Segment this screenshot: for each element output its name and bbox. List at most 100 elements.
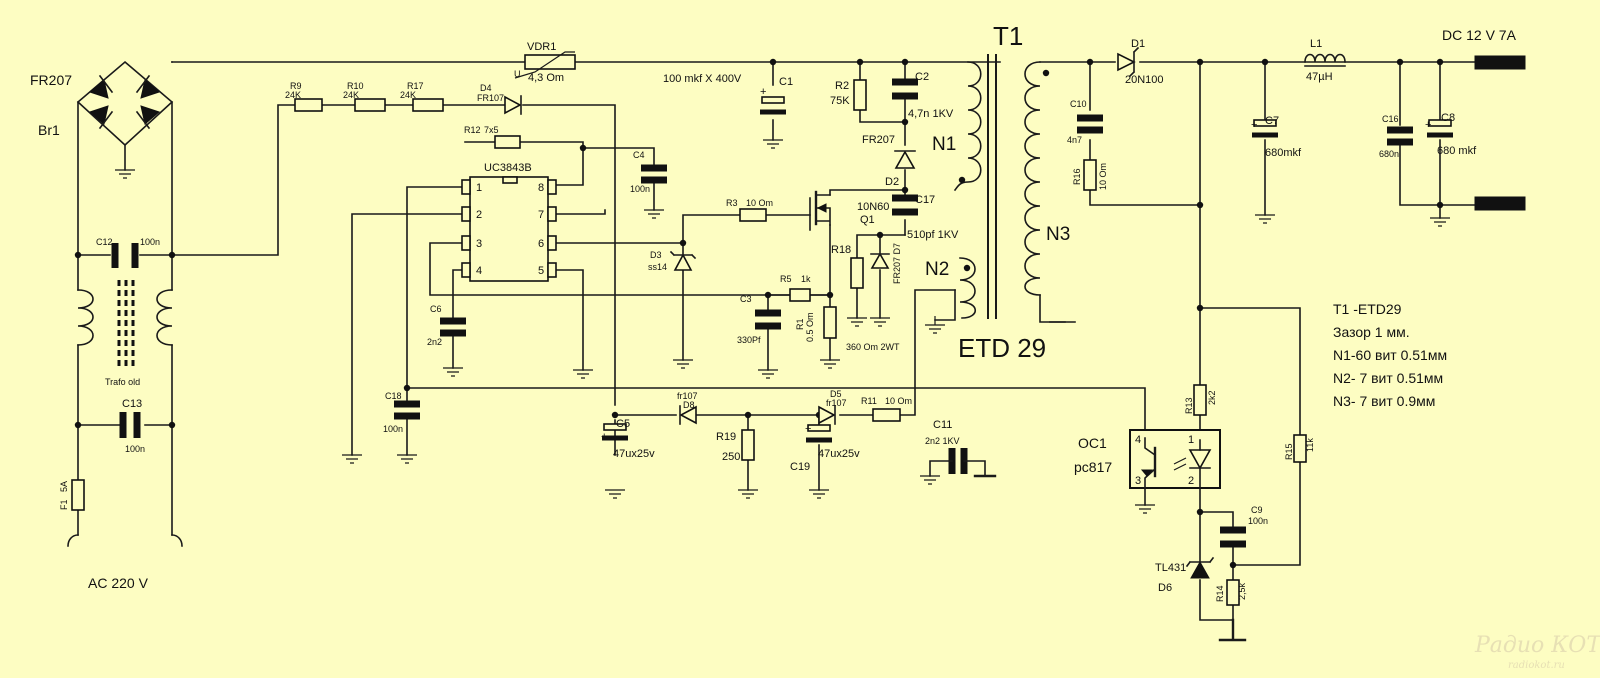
capacitor-c4 — [641, 164, 667, 219]
capacitor-c16 — [1387, 126, 1413, 146]
c16-value-label: 680n — [1379, 149, 1399, 159]
oc1-pin-2: 2 — [1188, 475, 1194, 487]
r3-label: R3 — [726, 198, 738, 208]
vdr1-value-label: 4,3 Om — [528, 72, 564, 84]
ic-pin-7: 7 — [538, 209, 544, 221]
dc-output-label: DC 12 V 7A — [1442, 27, 1517, 43]
ic-pin-5: 5 — [538, 265, 544, 277]
n2-spec-line: N2- 7 вит 0.51мм — [1333, 370, 1443, 386]
ac-input-terminal-right[interactable] — [171, 534, 183, 547]
d1-value-label: 20N100 — [1125, 74, 1164, 86]
transformer-t1 — [953, 54, 1076, 323]
c12-label: C12 — [96, 237, 113, 247]
resistor-r3 — [739, 208, 767, 222]
output-terminal-plus[interactable] — [1474, 55, 1526, 70]
d3-value-label: ss14 — [648, 262, 667, 272]
resistor-r16 — [1083, 159, 1097, 191]
oc1-pin-3: 3 — [1135, 475, 1141, 487]
diode-d2 — [894, 150, 916, 169]
d6-label: D6 — [1158, 582, 1172, 594]
n1-spec-line: N1-60 вит 0.51мм — [1333, 347, 1447, 363]
capacitor-c7 — [1252, 119, 1278, 224]
capacitor-c3 — [755, 309, 781, 330]
bulk-cap-note: 100 mkf X 400V — [663, 73, 742, 85]
capacitor-c18 — [394, 400, 420, 464]
c19-value-label: 47ux25v — [818, 448, 860, 460]
c5-value-label: 47ux25v — [613, 448, 655, 460]
fuse-f1 — [71, 479, 85, 511]
choke-label: Trafo old — [105, 377, 140, 387]
tl431-label: TL431 — [1155, 562, 1186, 574]
ic-uc3843b — [461, 176, 557, 282]
d4-label: D4 — [480, 83, 492, 93]
output-ground-bar — [1218, 618, 1247, 642]
d8-label: D8 — [683, 400, 695, 410]
r1-note-label: 360 Om 2WT — [846, 342, 900, 352]
diode-d8 — [679, 405, 697, 425]
ground-symbols-snubber — [847, 317, 890, 327]
c16-label: C16 — [1382, 114, 1399, 124]
n2-label: N2 — [925, 259, 949, 280]
r17-label: R17 — [407, 81, 424, 91]
r12-value-label: 7x5 — [484, 125, 499, 135]
ground-symbol-bridge — [115, 169, 135, 179]
c19-plus-sign: + — [805, 423, 811, 435]
f1-label: F1 — [59, 499, 69, 510]
c8-value-label: 680 mkf — [1437, 145, 1477, 157]
r2-value-label: 75K — [830, 95, 850, 107]
c17-label: C17 — [915, 194, 935, 206]
r1-label: R1 — [795, 318, 805, 330]
n3-spec-line: N3- 7 вит 0.9мм — [1333, 393, 1435, 409]
ground-symbol-n2 — [925, 316, 945, 334]
c11-value-label: 2n2 1KV — [925, 436, 960, 446]
resistor-r10 — [354, 98, 386, 112]
resistor-r14 — [1226, 579, 1240, 606]
c7-label: C7 — [1265, 115, 1279, 127]
resistor-r17 — [412, 98, 444, 112]
c3-value-label: 330Pf — [737, 335, 761, 345]
r5-label: R5 — [780, 274, 792, 284]
ac-input-terminal-left[interactable] — [67, 534, 79, 547]
r15-value-label: 11k — [1305, 438, 1315, 452]
q1-label: Q1 — [860, 214, 875, 226]
d3-label: D3 — [650, 250, 662, 260]
ac-input-label: AC 220 V — [88, 575, 149, 591]
r16-label: R16 — [1072, 168, 1082, 185]
r3-value-label: 10 Om — [746, 198, 773, 208]
c11-label: C11 — [933, 419, 952, 431]
c9-label: C9 — [1251, 505, 1263, 515]
resistor-r13 — [1193, 384, 1207, 416]
r10-value-label: 24K — [343, 90, 359, 100]
inductor-l1 — [1304, 53, 1346, 67]
optocoupler-oc1 — [1129, 429, 1221, 489]
capacitor-c12 — [111, 243, 139, 268]
watermark-url: radiokot.ru — [1508, 660, 1565, 671]
d1-label: D1 — [1131, 38, 1145, 50]
capacitor-c19 — [738, 424, 832, 499]
br1-label: Br1 — [38, 122, 60, 138]
output-terminal-minus[interactable] — [1474, 196, 1526, 211]
resistor-r18 — [850, 257, 864, 289]
ground-symbol-oc1 — [1135, 504, 1155, 514]
resistor-r19 — [741, 429, 755, 461]
resistor-r11 — [872, 408, 901, 422]
r19-label: R19 — [716, 431, 736, 443]
ic-pin-8: 8 — [538, 182, 544, 194]
d4-value-label: FR107 — [477, 93, 504, 103]
q1-type-label: 10N60 — [857, 201, 889, 213]
r13-label: R13 — [1184, 397, 1194, 414]
r9-value-label: 24K — [285, 90, 301, 100]
r11-label: R11 — [861, 396, 877, 406]
r10-label: R10 — [347, 81, 364, 91]
l1-label: L1 — [1310, 38, 1322, 50]
oc1-label: OC1 — [1078, 435, 1107, 451]
capacitor-c5 — [602, 423, 628, 499]
bridge-rectifier-br1 — [89, 74, 160, 130]
ground-symbols-control — [342, 359, 840, 464]
c4-label: C4 — [633, 150, 645, 160]
capacitor-c17 — [892, 194, 918, 216]
diode-d7 — [870, 252, 890, 269]
resistor-r2 — [853, 79, 867, 111]
wires — [76, 60, 1476, 621]
